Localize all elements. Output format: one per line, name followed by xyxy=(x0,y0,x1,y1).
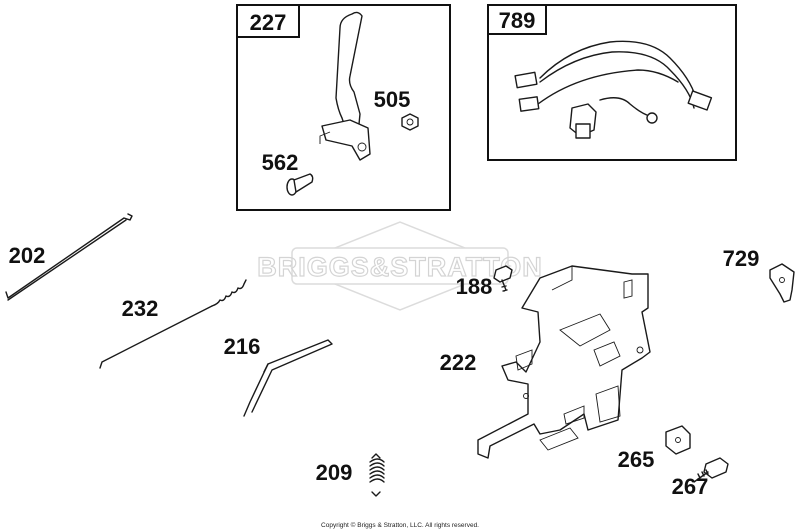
kit-box-227: 227 505 562 xyxy=(236,4,451,211)
clip-part-729 xyxy=(769,263,795,303)
spring-rod-part-232 xyxy=(99,279,247,369)
callout-222: 222 xyxy=(440,350,477,375)
link-rod-part-202 xyxy=(5,213,133,301)
kit-box-789: 789 xyxy=(487,4,737,161)
block-part-265 xyxy=(665,425,691,455)
callout-209: 209 xyxy=(316,460,353,485)
callout-267: 267 xyxy=(672,474,709,499)
control-bracket-part-222 xyxy=(477,265,651,459)
callout-202: 202 xyxy=(9,243,46,268)
callout-188: 188 xyxy=(456,274,493,299)
nut-part-505 xyxy=(401,113,419,131)
callout-729: 729 xyxy=(723,246,760,271)
callout-265: 265 xyxy=(618,447,655,472)
screw-part-188 xyxy=(493,265,513,292)
pin-part-562 xyxy=(286,173,314,196)
bent-rod-part-216 xyxy=(243,339,333,417)
wire-harness-part xyxy=(514,40,713,139)
box-label-789: 789 xyxy=(499,8,536,33)
brand-watermark: BRIGGS&STRATTON xyxy=(257,221,542,311)
spring-part-209 xyxy=(369,453,385,497)
copyright-notice: Copyright © Briggs & Stratton, LLC. All … xyxy=(321,521,479,529)
box-label-227: 227 xyxy=(250,10,287,35)
callout-562: 562 xyxy=(262,150,299,175)
callout-216: 216 xyxy=(224,334,261,359)
screw-part-267 xyxy=(693,457,729,483)
callout-505: 505 xyxy=(374,87,411,112)
callout-232: 232 xyxy=(122,296,159,321)
governor-lever-part xyxy=(319,11,371,161)
